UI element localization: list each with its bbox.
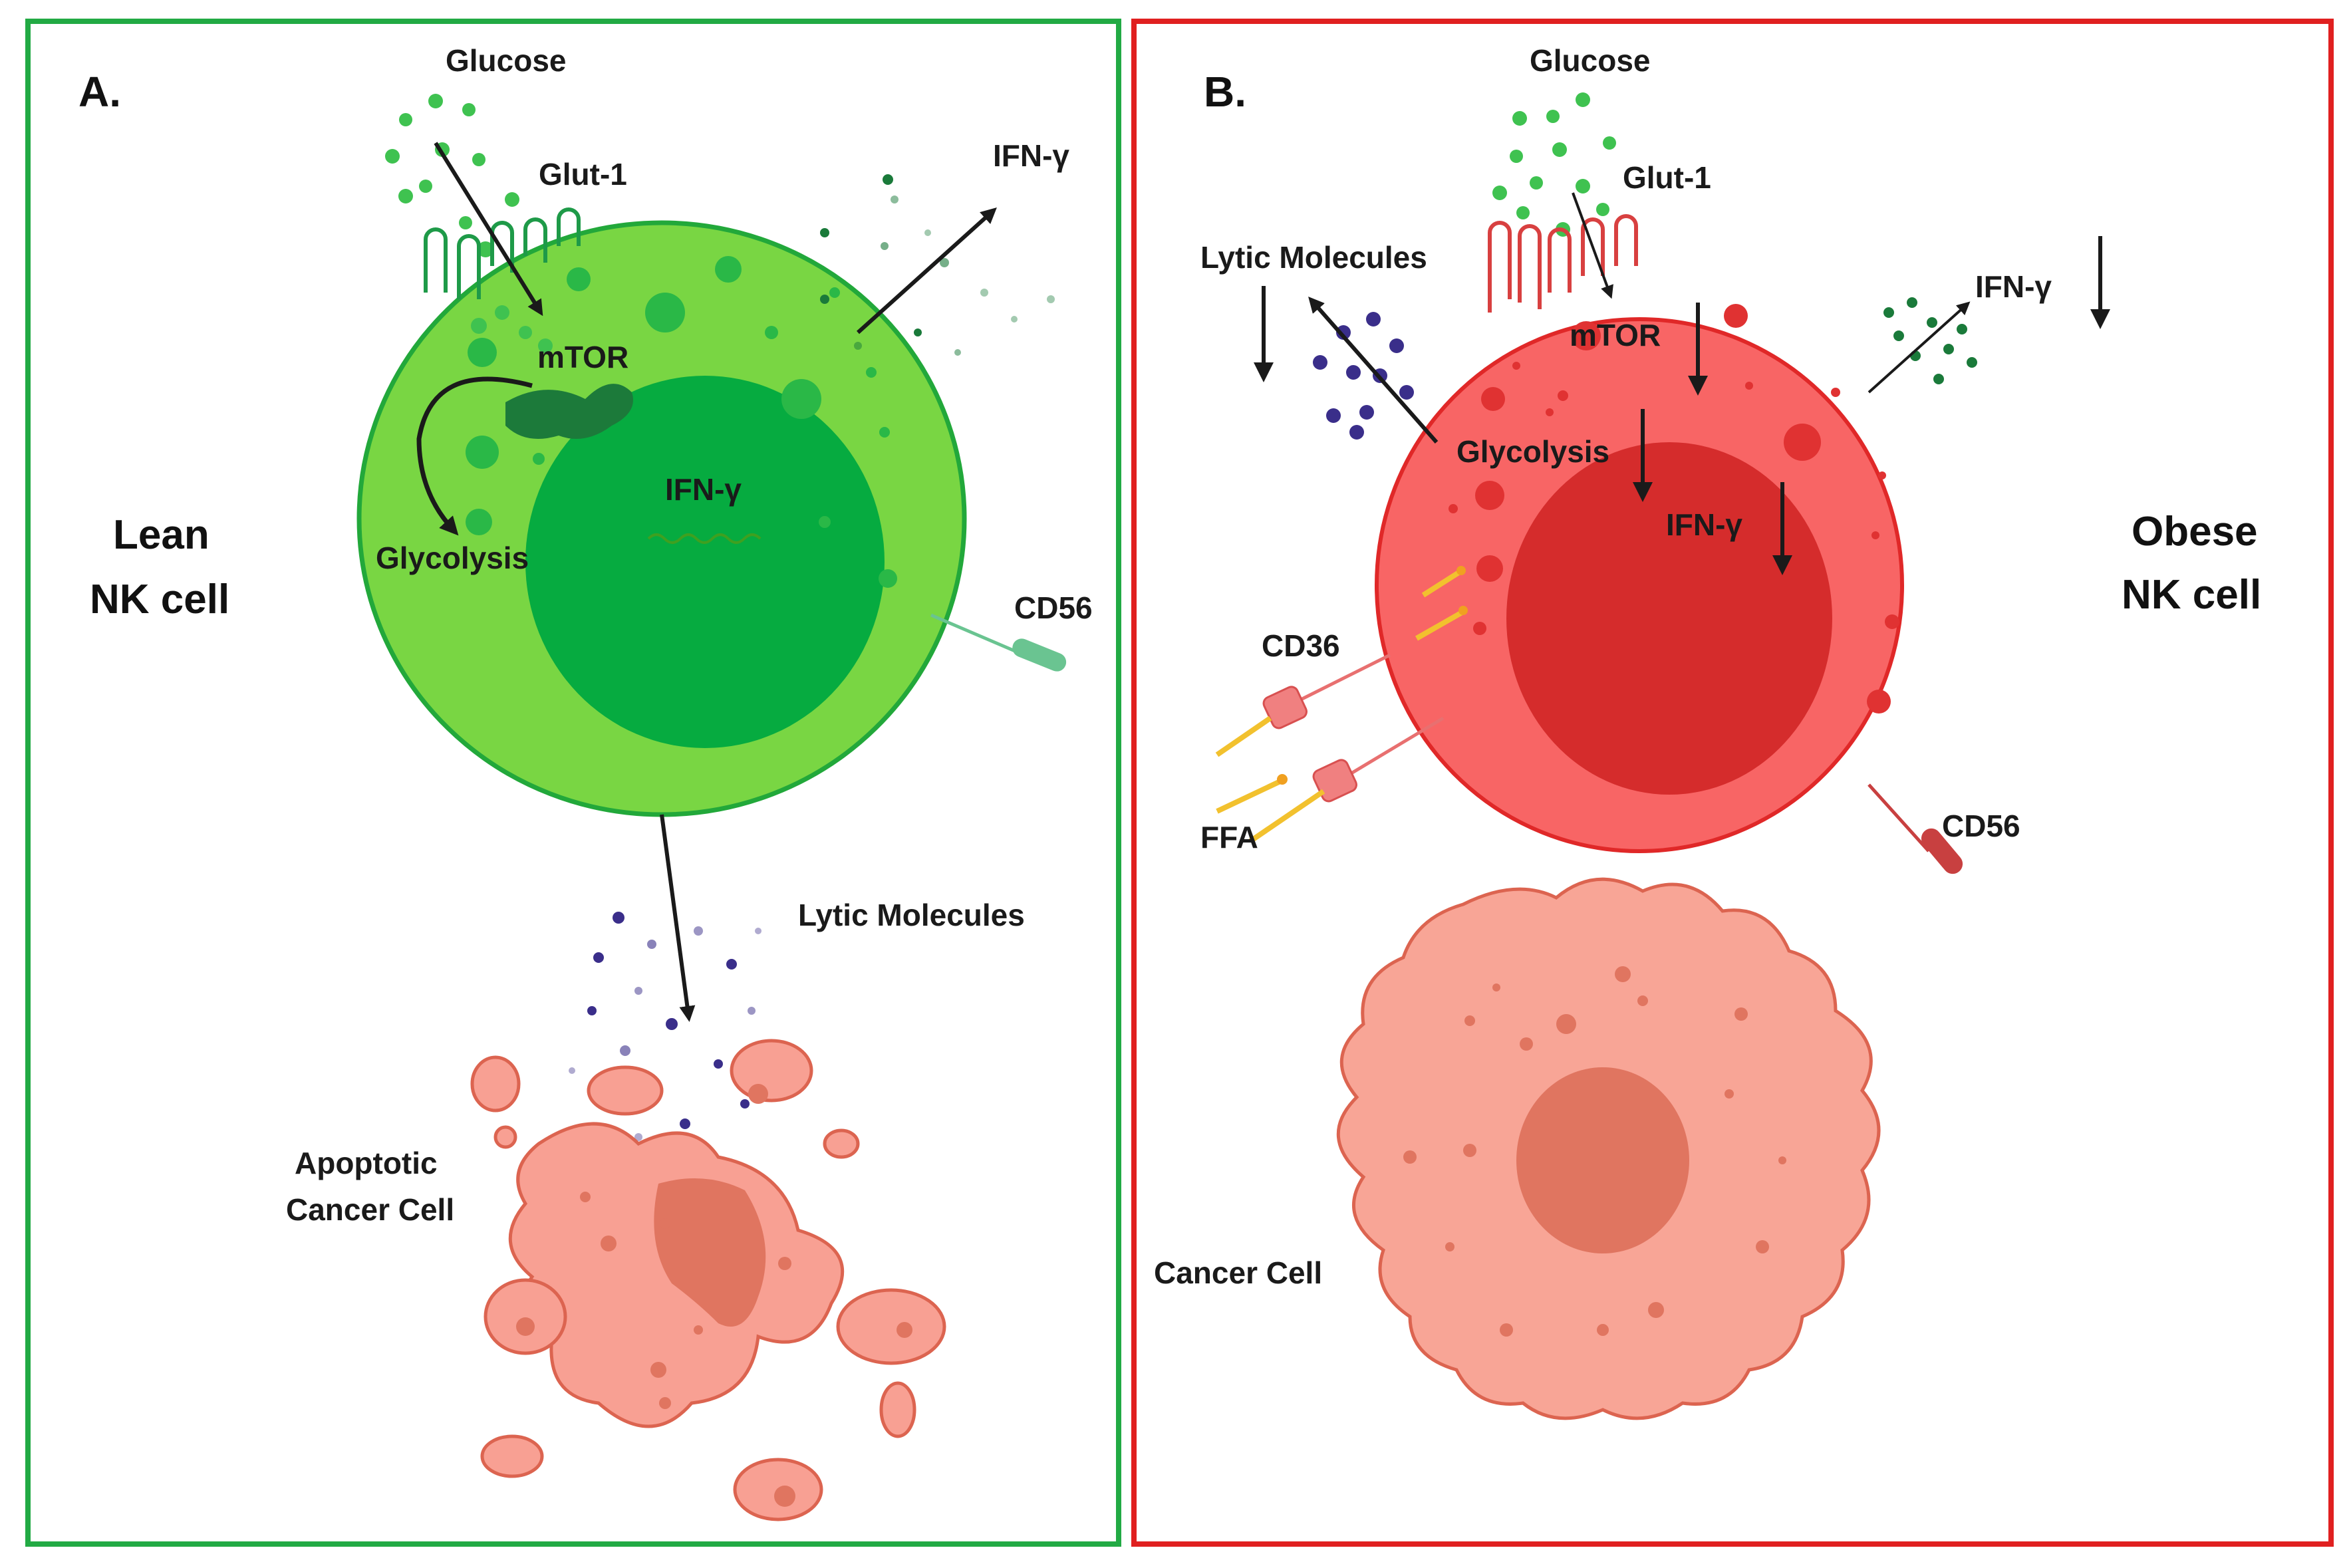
cd36-label: CD36 — [1262, 628, 1340, 663]
mtor-to-glycolysis-arrow — [416, 376, 533, 536]
ifn-secreted-dots-b — [1883, 297, 1977, 384]
apoptotic-label-line1: Apoptotic — [295, 1146, 438, 1180]
mtor-complex — [505, 384, 633, 439]
obese-label-line2: NK cell — [2122, 572, 2261, 618]
ifn-nucleus-label-b: IFN-γ — [1666, 507, 1742, 542]
ifn-secretion-arrow-b — [1867, 301, 1971, 394]
lean-nk-cell — [356, 220, 967, 817]
cd56-receptor-a — [930, 613, 1067, 672]
glucose-label-a: Glucose — [446, 43, 567, 78]
panel-b-letter: B. — [1204, 68, 1246, 116]
lytic-release-arrow-b — [1308, 296, 1439, 444]
cd56-receptor-b — [1867, 783, 1963, 874]
glycolysis-label-a: Glycolysis — [376, 541, 529, 575]
cd56-label-a: CD56 — [1014, 590, 1093, 625]
lytic-release-arrow-a — [660, 814, 696, 1022]
apoptotic-cancer-cell — [470, 1039, 946, 1521]
glucose-uptake-arrow-b — [1572, 192, 1613, 299]
cd56-label-b: CD56 — [1942, 809, 2020, 843]
panel-b: B. Glucose Glut-1 Lytic Molecules IFN-γ … — [1131, 19, 2334, 1547]
obese-label-line1: Obese — [2132, 509, 2258, 555]
glucose-uptake-arrow-a — [434, 142, 543, 317]
ifn-mrna — [647, 533, 761, 544]
ffa-label: FFA — [1200, 820, 1258, 854]
panel-a: A. Glucose Glut-1 mTOR Glycolysis IFN-γ … — [25, 19, 1121, 1547]
ifn-secreted-label-b: IFN-γ — [1975, 269, 2052, 304]
lytic-label-b: Lytic Molecules — [1200, 240, 1427, 275]
obese-nk-cell — [1375, 304, 1904, 853]
glucose-dots-a — [385, 94, 553, 353]
glycolysis-label-b: Glycolysis — [1456, 434, 1609, 469]
cancer-cell — [1336, 877, 1881, 1420]
mtor-label-b: mTOR — [1570, 318, 1661, 352]
glut1-label-a: Glut-1 — [539, 157, 627, 192]
glut1-label-b: Glut-1 — [1623, 160, 1711, 195]
apoptotic-label-line2: Cancer Cell — [286, 1192, 454, 1227]
cd36-receptors — [1215, 566, 1468, 844]
glut1-receptor-a — [424, 207, 581, 299]
lean-cell-nucleus — [525, 376, 885, 748]
glut1-receptor-b — [1488, 214, 1638, 313]
lytic-molecules-dots-b — [1313, 312, 1414, 440]
panel-a-border — [25, 19, 1121, 1547]
ifn-secretion-arrow-a — [856, 207, 997, 334]
lean-label-line1: Lean — [113, 512, 209, 558]
glucose-label-b: Glucose — [1530, 43, 1651, 78]
mtor-label-a: mTOR — [537, 340, 628, 374]
cancer-cell-label: Cancer Cell — [1154, 1255, 1322, 1290]
lean-label-line2: NK cell — [90, 577, 229, 622]
ifn-nucleus-label-a: IFN-γ — [665, 472, 742, 507]
lytic-label-a: Lytic Molecules — [798, 898, 1025, 932]
panel-b-border — [1131, 19, 2334, 1547]
obese-cell-nucleus — [1506, 442, 1832, 795]
ifn-secreted-dots-a — [820, 174, 1055, 356]
ifn-secreted-label-a: IFN-γ — [993, 138, 1069, 173]
panel-a-letter: A. — [78, 68, 121, 116]
glucose-dots-b — [1492, 92, 1616, 237]
